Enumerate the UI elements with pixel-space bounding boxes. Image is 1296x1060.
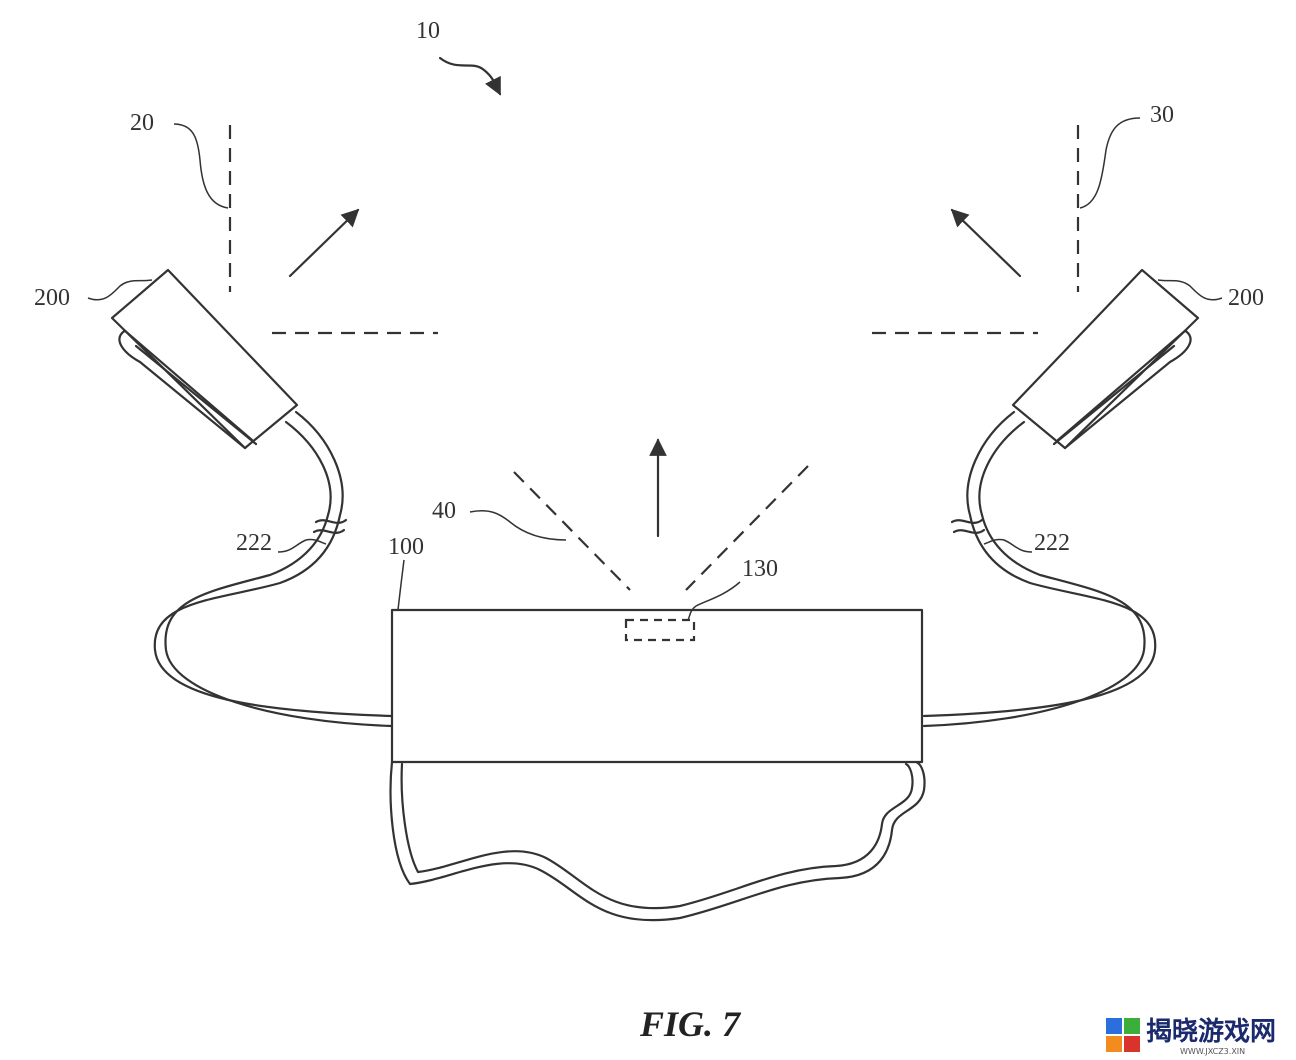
- label-center-emitter: 40: [432, 498, 456, 524]
- leader-sensor-left: [87, 279, 153, 301]
- sensor-right: [1011, 268, 1200, 450]
- arrow-right-emission: [950, 208, 1022, 278]
- label-housing: 100: [388, 534, 424, 560]
- cable-left: [153, 410, 394, 728]
- leader-system: [438, 56, 502, 96]
- figure-caption: FIG. 7: [639, 1004, 742, 1044]
- label-window: 130: [742, 556, 778, 582]
- puzzle-logo-icon: [1106, 1018, 1140, 1052]
- watermark-text: 揭晓游戏网: [1146, 1017, 1276, 1047]
- cable-right-break: [950, 518, 984, 524]
- leader-housing: [397, 559, 405, 611]
- leader-window: [687, 581, 741, 621]
- cable-left-break: [314, 518, 348, 524]
- label-sensor-right: 200: [1228, 285, 1264, 311]
- leader-cable-left: [277, 538, 327, 553]
- label-cable-left: 222: [236, 530, 272, 556]
- watermark: 揭晓游戏网 WWW.JXCZ3.XIN: [1106, 1017, 1276, 1056]
- watermark-sub: WWW.JXCZ3.XIN: [1180, 1047, 1245, 1056]
- sensor-left: [110, 268, 299, 450]
- housing: [389, 608, 926, 922]
- leader-region-right: [1079, 117, 1141, 209]
- cable-right: [922, 410, 1157, 728]
- label-cable-right: 222: [1034, 530, 1070, 556]
- label-region-left: 20: [130, 110, 154, 136]
- housing-skirt-outer: [389, 760, 926, 922]
- leader-center-emitter: [469, 510, 567, 541]
- label-system: 10: [416, 18, 440, 44]
- leader-sensor-right: [1157, 279, 1223, 301]
- leader-cable-right: [983, 538, 1033, 553]
- window-dashed: [624, 618, 696, 642]
- label-region-right: 30: [1150, 102, 1174, 128]
- emission-cone-right: [685, 465, 809, 591]
- leader-region-left: [173, 123, 229, 209]
- label-sensor-left: 200: [34, 285, 70, 311]
- emission-cone-left: [513, 471, 631, 591]
- housing-skirt-inner: [400, 762, 914, 910]
- arrow-left-emission: [288, 208, 360, 278]
